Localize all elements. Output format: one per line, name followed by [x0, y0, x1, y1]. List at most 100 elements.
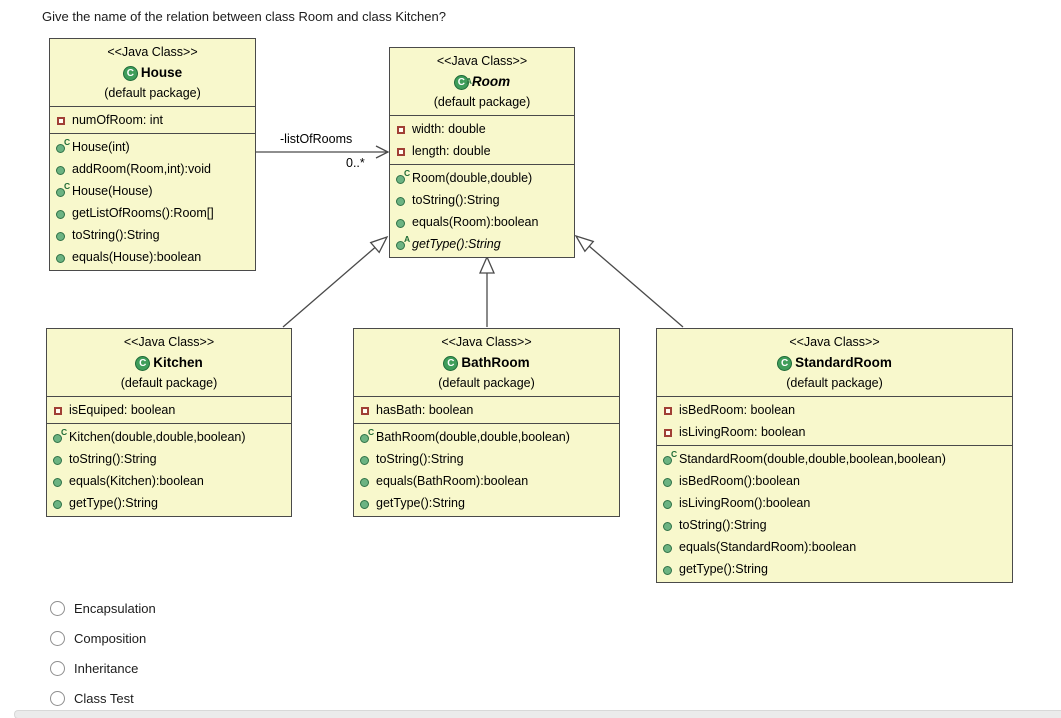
method-icon — [55, 228, 69, 243]
field-icon — [662, 425, 676, 440]
attribute-row: width: double — [390, 118, 574, 140]
attribute-row: isLivingRoom: boolean — [657, 421, 1012, 443]
answer-options: Encapsulation Composition Inheritance Cl… — [50, 600, 156, 718]
attribute-text: numOfRoom: int — [72, 113, 164, 127]
attributes-section: numOfRoom: int — [50, 106, 255, 133]
generalization-kitchen-room — [282, 247, 376, 328]
method-text: getListOfRooms():Room[] — [72, 206, 214, 220]
method-text: toString():String — [679, 518, 767, 532]
method-text: Kitchen(double,double,boolean) — [69, 430, 246, 444]
method-row: toString():String — [657, 514, 1012, 536]
field-icon — [52, 403, 66, 418]
radio-inheritance[interactable] — [50, 660, 65, 676]
class-name: StandardRoom — [659, 351, 1010, 374]
method-text: BathRoom(double,double,boolean) — [376, 430, 570, 444]
attribute-row: numOfRoom: int — [50, 109, 255, 131]
constructor-icon — [359, 427, 374, 445]
method-row: getType():String — [47, 492, 291, 514]
class-name-text: BathRoom — [461, 355, 530, 370]
method-row: isLivingRoom():boolean — [657, 492, 1012, 514]
class-box-house: <<Java Class>> House (default package) n… — [49, 38, 256, 271]
method-row: getType():String — [657, 558, 1012, 580]
methods-section: BathRoom(double,double,boolean) toString… — [354, 423, 619, 516]
attribute-text: hasBath: boolean — [376, 403, 474, 417]
method-icon — [662, 540, 676, 555]
attribute-row: isBedRoom: boolean — [657, 399, 1012, 421]
method-icon — [662, 518, 676, 533]
attribute-text: isBedRoom: boolean — [679, 403, 796, 417]
option-label[interactable]: Composition — [74, 630, 147, 646]
method-icon — [662, 562, 676, 577]
radio-encapsulation[interactable] — [50, 600, 65, 616]
method-row: equals(StandardRoom):boolean — [657, 536, 1012, 558]
attributes-section: isBedRoom: boolean isLivingRoom: boolean — [657, 396, 1012, 445]
association-name-label: -listOfRooms — [280, 132, 353, 146]
package-label: (default package) — [438, 376, 535, 390]
radio-class-test[interactable] — [50, 690, 65, 706]
method-icon — [55, 250, 69, 265]
class-header: <<Java Class>> BathRoom (default package… — [354, 329, 619, 396]
method-text: equals(BathRoom):boolean — [376, 474, 529, 488]
constructor-icon — [55, 137, 70, 155]
method-row: Room(double,double) — [390, 167, 574, 189]
stereotype-label: <<Java Class>> — [789, 335, 880, 349]
method-row: equals(House):boolean — [50, 246, 255, 268]
attribute-text: isLivingRoom: boolean — [679, 425, 806, 439]
method-text: equals(Room):boolean — [412, 215, 539, 229]
attribute-text: width: double — [412, 122, 486, 136]
method-icon — [662, 496, 676, 511]
option-label[interactable]: Class Test — [74, 690, 134, 706]
method-row: addRoom(Room,int):void — [50, 158, 255, 180]
class-name-text: Room — [471, 74, 511, 89]
method-row: House(int) — [50, 136, 255, 158]
method-text: equals(House):boolean — [72, 250, 202, 264]
method-row: equals(Kitchen):boolean — [47, 470, 291, 492]
option-row-class-test[interactable]: Class Test — [50, 690, 156, 706]
stereotype-label: <<Java Class>> — [123, 335, 215, 349]
class-name-text: Kitchen — [153, 355, 203, 370]
attribute-text: isEquiped: boolean — [69, 403, 176, 417]
field-icon — [359, 403, 373, 418]
method-text: getType():String — [69, 496, 158, 510]
class-box-kitchen: <<Java Class>> Kitchen (default package)… — [46, 328, 292, 517]
method-text: getType():String — [679, 562, 768, 576]
option-row-encapsulation[interactable]: Encapsulation — [50, 600, 156, 616]
method-text: House(int) — [72, 140, 130, 154]
constructor-icon — [52, 427, 67, 445]
constructor-icon — [662, 449, 677, 467]
class-icon — [443, 356, 457, 370]
class-header: <<Java Class>> House (default package) — [50, 39, 255, 106]
method-row: StandardRoom(double,double,boolean,boole… — [657, 448, 1012, 470]
class-name: Kitchen — [49, 351, 289, 374]
constructor-icon — [55, 181, 70, 199]
method-text: equals(Kitchen):boolean — [69, 474, 204, 488]
horizontal-scrollbar[interactable] — [14, 710, 1061, 718]
method-row: equals(BathRoom):boolean — [354, 470, 619, 492]
methods-section: StandardRoom(double,double,boolean,boole… — [657, 445, 1012, 582]
method-icon — [55, 162, 69, 177]
option-row-inheritance[interactable]: Inheritance — [50, 660, 156, 676]
methods-section: Room(double,double) toString():String eq… — [390, 164, 574, 257]
method-text: House(House) — [72, 184, 153, 198]
option-row-composition[interactable]: Composition — [50, 630, 156, 646]
method-text: Room(double,double) — [412, 171, 533, 185]
method-icon — [395, 215, 409, 230]
option-label[interactable]: Inheritance — [74, 660, 139, 676]
radio-composition[interactable] — [50, 630, 65, 646]
attributes-section: hasBath: boolean — [354, 396, 619, 423]
option-label[interactable]: Encapsulation — [74, 600, 156, 616]
generalization-standardroom-room — [588, 245, 684, 328]
class-box-standardroom: <<Java Class>> StandardRoom (default pac… — [656, 328, 1013, 583]
class-header: <<Java Class>> Room (default package) — [390, 48, 574, 115]
generalization-triangle-bathroom — [479, 255, 495, 274]
method-icon — [52, 452, 66, 467]
package-label: (default package) — [433, 95, 531, 109]
stereotype-label: <<Java Class>> — [436, 54, 528, 68]
method-row: equals(Room):boolean — [390, 211, 574, 233]
method-row: toString():String — [390, 189, 574, 211]
package-label: (default package) — [104, 86, 201, 100]
method-icon — [359, 474, 373, 489]
stereotype-label: <<Java Class>> — [107, 45, 198, 59]
question-text: Give the name of the relation between cl… — [42, 9, 446, 24]
